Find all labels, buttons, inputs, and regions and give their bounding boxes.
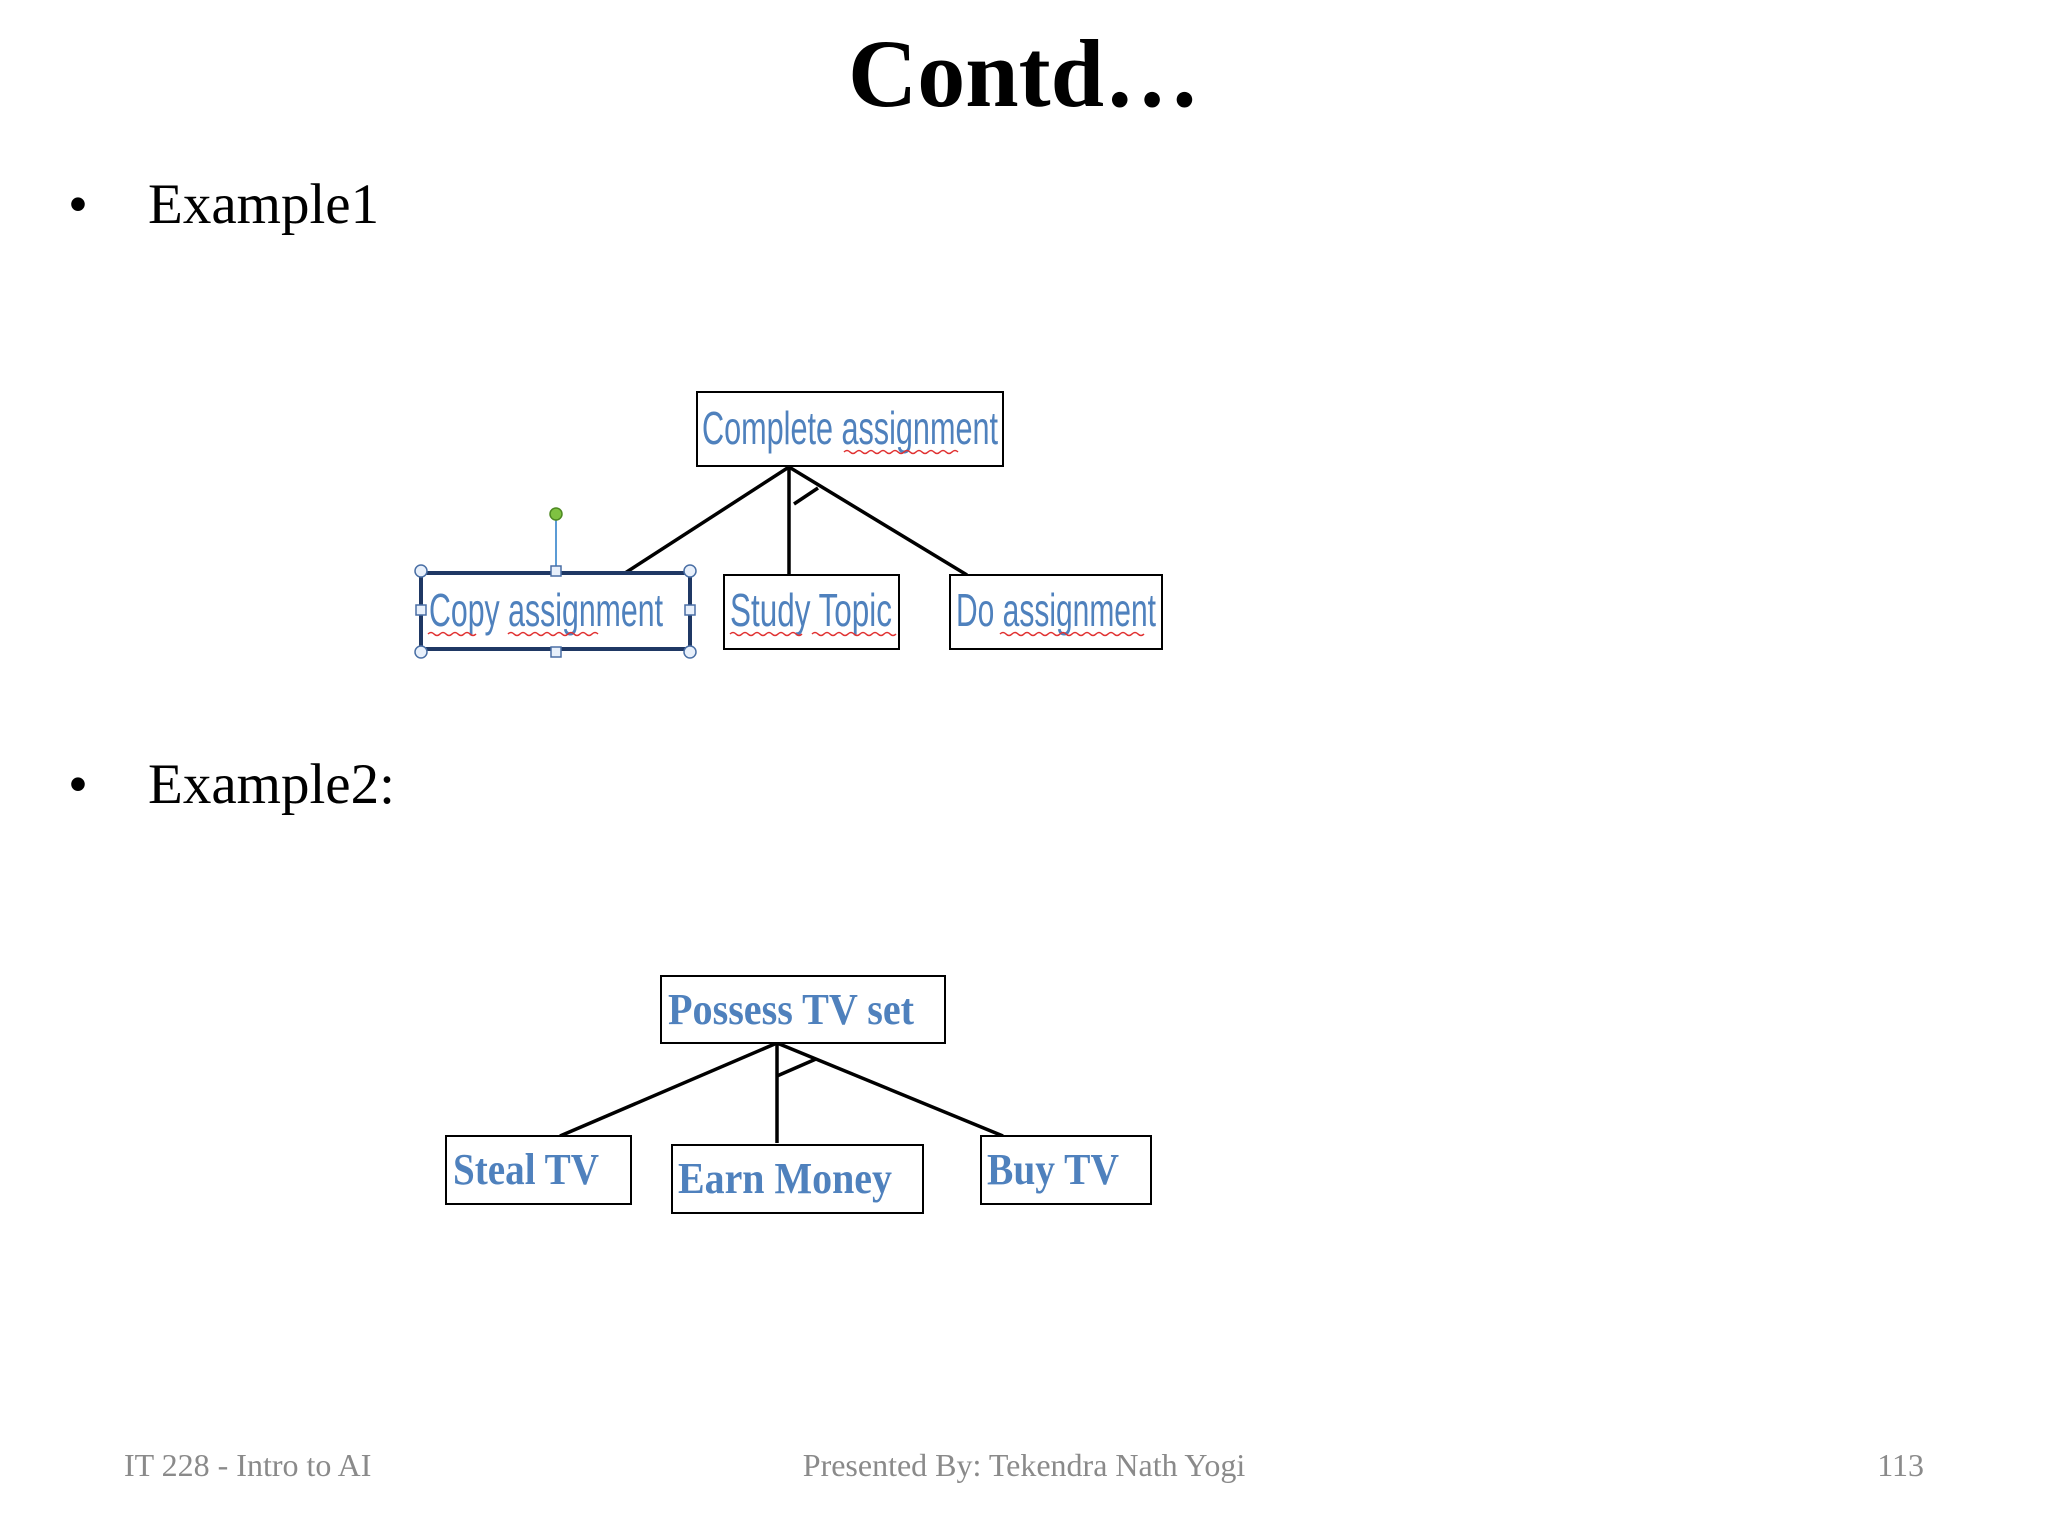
node-copy-assignment[interactable]: Copy assignment [414, 507, 697, 659]
node-label: Steal TV [453, 1145, 599, 1194]
resize-handle-icon[interactable] [414, 645, 428, 659]
bullet-example2: • Example2: [68, 750, 395, 820]
node-possess-tv-set[interactable]: Possess TV set [660, 975, 946, 1044]
spellcheck-underline [507, 631, 599, 637]
node-study-topic[interactable]: Study Topic [723, 574, 900, 650]
tree-edges [621, 465, 968, 577]
footer-presenter: Presented By: Tekendra Nath Yogi [802, 1447, 1246, 1483]
node-do-assignment[interactable]: Do assignment [949, 574, 1163, 650]
footer-course: IT 228 - Intro to AI [124, 1447, 372, 1483]
resize-handle-icon[interactable] [683, 645, 697, 659]
edge-root-copy [621, 465, 790, 577]
and-arc [793, 486, 819, 506]
resize-handle-icon[interactable] [550, 565, 562, 577]
resize-handle-icon[interactable] [414, 564, 428, 578]
tree-example2: Possess TV set Steal TV Earn Money Buy T… [445, 975, 1152, 1214]
resize-handle-icon[interactable] [683, 564, 697, 578]
bullet-text: Example2: [148, 753, 395, 816]
resize-handle-icon[interactable] [684, 604, 696, 616]
node-label: Earn Money [678, 1154, 892, 1203]
footer-page-number: 113 [1877, 1447, 1924, 1483]
tree-edges [559, 1041, 1004, 1143]
bullet-marker: • [68, 173, 88, 236]
spellcheck-underline [811, 631, 897, 637]
edge-root-steal [559, 1041, 778, 1138]
bullet-example1: • Example1 [68, 170, 379, 240]
rotate-handle-icon[interactable] [549, 507, 563, 521]
node-label: Study Topic [730, 584, 892, 636]
node-label: Possess TV set [668, 985, 914, 1034]
spellcheck-underline [427, 631, 477, 637]
node-label: Complete assignment [702, 402, 998, 454]
resize-handle-icon[interactable] [415, 604, 427, 616]
selection-handles[interactable] [414, 507, 697, 659]
node-label: Do assignment [956, 584, 1156, 636]
spellcheck-underline [843, 449, 959, 455]
edge-root-do [788, 465, 968, 577]
spellcheck-underline [999, 631, 1145, 637]
node-complete-assignment[interactable]: Complete assignment [696, 391, 1004, 467]
bullet-text: Example1 [148, 173, 380, 236]
spellcheck-underline [729, 631, 803, 637]
bullet-marker: • [68, 753, 88, 816]
node-label: Copy assignment [429, 584, 663, 636]
edge-root-buy [776, 1041, 1004, 1138]
node-buy-tv[interactable]: Buy TV [980, 1135, 1152, 1205]
slide-title: Contd… [847, 20, 1201, 127]
node-earn-money[interactable]: Earn Money [671, 1144, 924, 1214]
tree-example1: Complete assignment Copy assignment [414, 391, 1163, 659]
node-steal-tv[interactable]: Steal TV [445, 1135, 632, 1205]
resize-handle-icon[interactable] [550, 646, 562, 658]
node-label: Buy TV [987, 1145, 1119, 1194]
and-arc [776, 1057, 817, 1078]
